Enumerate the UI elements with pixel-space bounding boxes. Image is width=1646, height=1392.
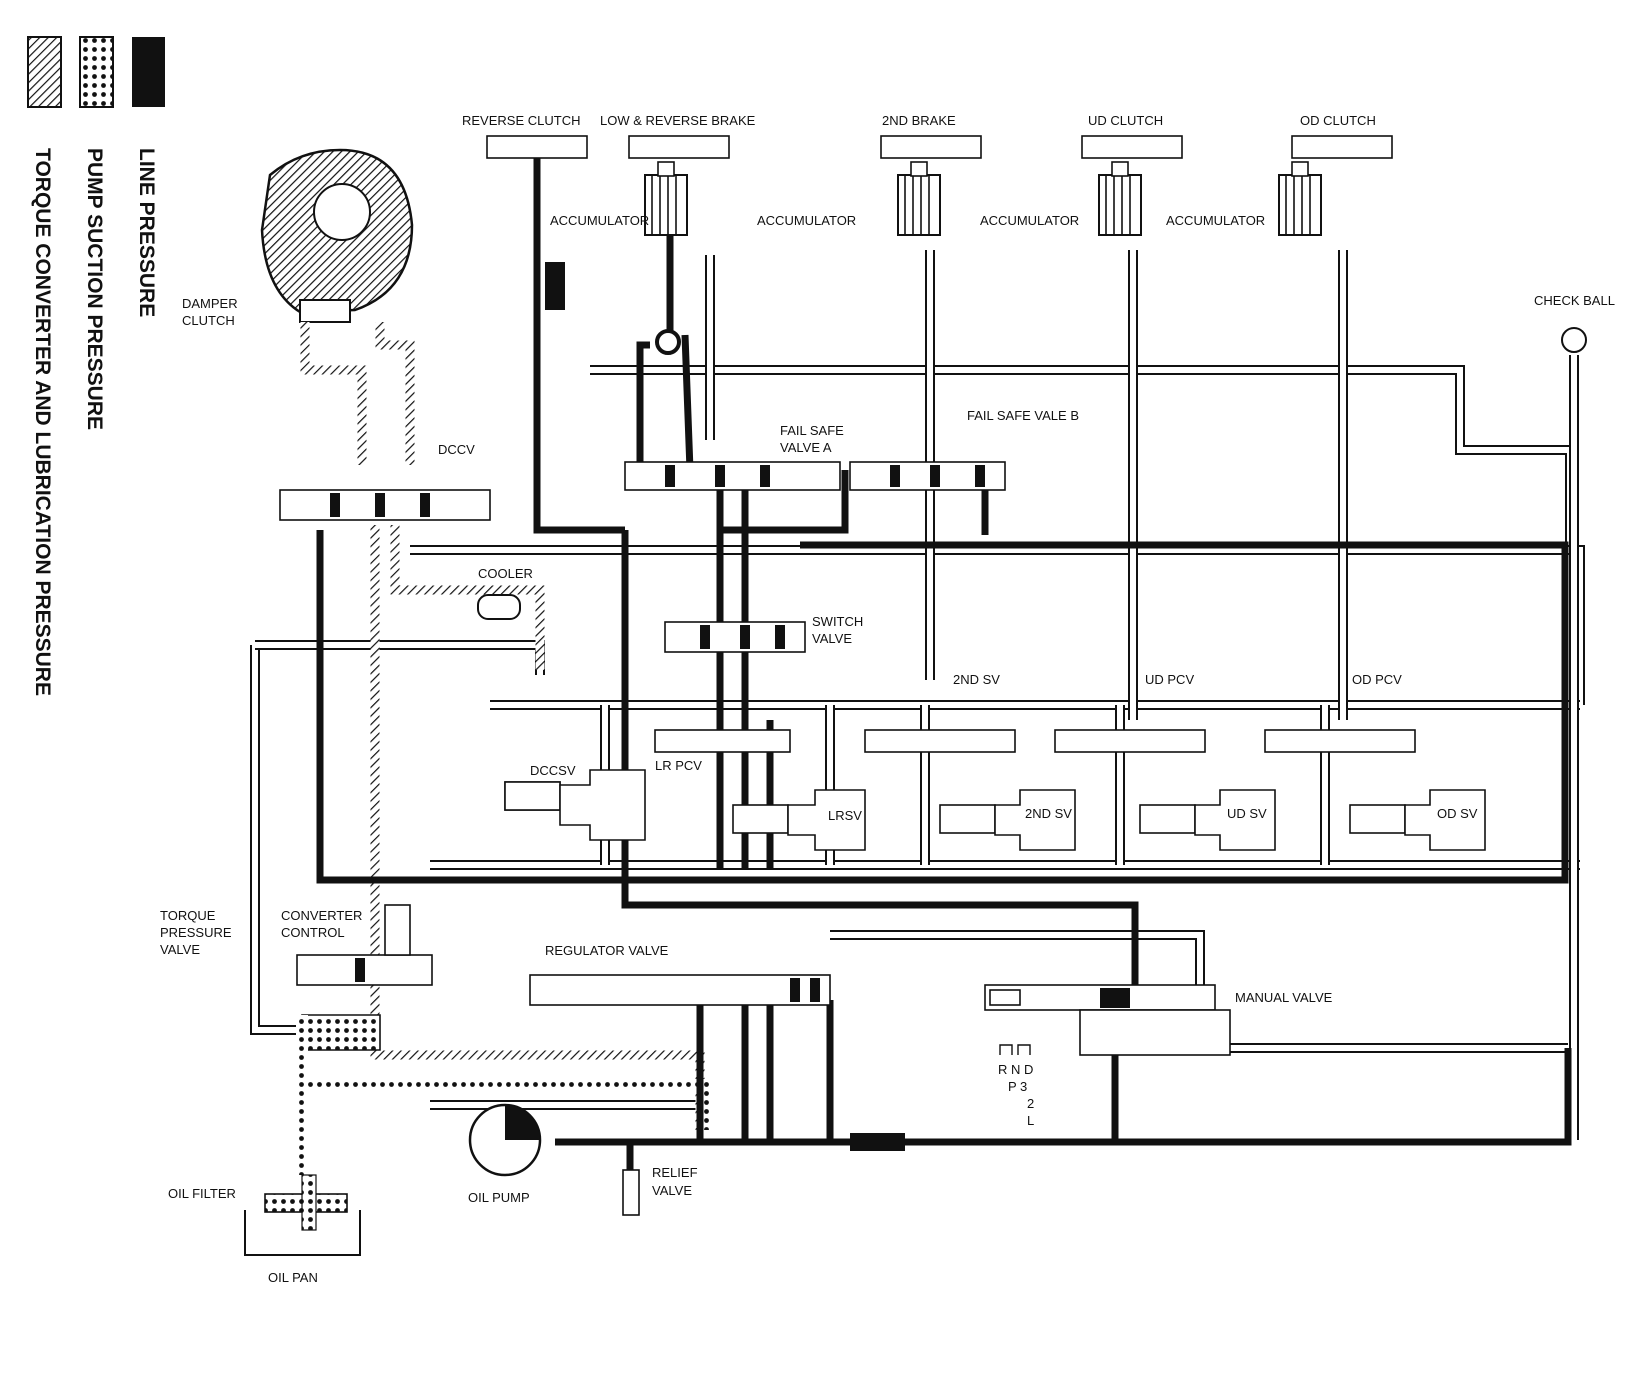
thin-passages bbox=[250, 250, 1585, 1140]
accumulator-lr bbox=[644, 161, 688, 236]
ud-clutch-box bbox=[1081, 135, 1183, 159]
gear-selector-row-2: P 3 bbox=[1008, 1079, 1027, 1094]
second-brake-box bbox=[880, 135, 982, 159]
low-reverse-brake-label: LOW & REVERSE BRAKE bbox=[600, 113, 756, 128]
legend-swatch-suction bbox=[79, 36, 114, 108]
lr-pcv-label: LR PCV bbox=[655, 758, 702, 773]
converter-control-label-2: CONTROL bbox=[281, 925, 345, 940]
gear-selector-row-1: R N D bbox=[998, 1062, 1033, 1077]
accumulators: ACCUMULATOR ACCUMULATOR ACCUMULATOR ACCU… bbox=[550, 161, 1322, 236]
dccv-valve bbox=[279, 489, 491, 521]
accumulator-label-3: ACCUMULATOR bbox=[980, 213, 1079, 228]
oil-pump bbox=[468, 1103, 542, 1177]
dccsv-label: DCCSV bbox=[530, 763, 576, 778]
accumulator-label-2: ACCUMULATOR bbox=[757, 213, 856, 228]
relief-valve-label-2: VALVE bbox=[652, 1183, 692, 1198]
check-ball-label: CHECK BALL bbox=[1534, 293, 1615, 308]
od-pcv-label: OD PCV bbox=[1352, 672, 1402, 687]
gear-selector-row-4: L bbox=[1027, 1113, 1034, 1128]
oil-filter-label: OIL FILTER bbox=[168, 1186, 236, 1201]
torque-pressure-valve-label-2: PRESSURE bbox=[160, 925, 232, 940]
legend-swatch-line bbox=[132, 37, 165, 107]
valves bbox=[279, 327, 1587, 1216]
oil-pump-label: OIL PUMP bbox=[468, 1190, 530, 1205]
switch-valve bbox=[664, 621, 806, 653]
lrsv-label: LRSV bbox=[828, 808, 862, 823]
relief-valve-label-1: RELIEF bbox=[652, 1165, 698, 1180]
switch-valve-label-1: SWITCH bbox=[812, 614, 863, 629]
reverse-clutch-label: REVERSE CLUTCH bbox=[462, 113, 580, 128]
torque-converter: DAMPER CLUTCH bbox=[182, 148, 414, 328]
ud-clutch-label: UD CLUTCH bbox=[1088, 113, 1163, 128]
manual-valve-label: MANUAL VALVE bbox=[1235, 990, 1333, 1005]
fail-safe-valve-b bbox=[849, 461, 1006, 491]
converter-control-label-1: CONVERTER bbox=[281, 908, 362, 923]
regulator-valve bbox=[529, 974, 831, 1006]
torque-pressure-valve-label-1: TORQUE bbox=[160, 908, 216, 923]
switch-valve-label-2: VALVE bbox=[812, 631, 852, 646]
oil-pan-body bbox=[244, 1210, 361, 1256]
check-ball bbox=[1561, 327, 1587, 353]
fail-safe-a-label-1: FAIL SAFE bbox=[780, 423, 844, 438]
accumulator-od bbox=[1278, 161, 1322, 236]
fail-safe-a-label-2: VALVE A bbox=[780, 440, 832, 455]
clutch-packs: REVERSE CLUTCH LOW & REVERSE BRAKE 2ND B… bbox=[462, 113, 1393, 159]
torque-pressure-valve-label-3: VALVE bbox=[160, 942, 200, 957]
dccv-label: DCCV bbox=[438, 442, 475, 457]
od-sv-label: OD SV bbox=[1437, 806, 1478, 821]
legend-line-pressure: LINE PRESSURE bbox=[135, 148, 158, 317]
od-clutch-label: OD CLUTCH bbox=[1300, 113, 1376, 128]
legend-pump-suction: PUMP SUCTION PRESSURE bbox=[83, 148, 106, 430]
oil-pan-label: OIL PAN bbox=[268, 1270, 318, 1285]
manual-valve bbox=[984, 984, 1231, 1056]
legend: LINE PRESSURE PUMP SUCTION PRESSURE TORQ… bbox=[27, 36, 165, 696]
accumulator-2nd bbox=[897, 161, 941, 236]
damper-clutch-label-1: DAMPER bbox=[182, 296, 238, 311]
reverse-clutch-box bbox=[486, 135, 588, 159]
od-clutch-box bbox=[1291, 135, 1393, 159]
gear-selector-row-3: 2 bbox=[1027, 1096, 1034, 1111]
gear-selector-marks bbox=[999, 1044, 1031, 1055]
solenoid-valves bbox=[504, 769, 1486, 851]
component-labels: CHECK BALL FAIL SAFE VALVE A FAIL SAFE V… bbox=[160, 293, 1615, 1285]
cooler-label: COOLER bbox=[478, 566, 533, 581]
cooler-body bbox=[477, 594, 521, 620]
legend-swatch-torque bbox=[27, 36, 62, 108]
relief-valve bbox=[622, 1169, 640, 1216]
second-brake-label: 2ND BRAKE bbox=[882, 113, 956, 128]
fail-safe-valve-a bbox=[624, 461, 841, 491]
ud-pcv-label: UD PCV bbox=[1145, 672, 1194, 687]
converter-hub bbox=[313, 183, 371, 241]
ud-sv-label: UD SV bbox=[1227, 806, 1267, 821]
second-sv-label: 2ND SV bbox=[1025, 806, 1072, 821]
damper-clutch-label-2: CLUTCH bbox=[182, 313, 235, 328]
pcv-valves bbox=[654, 729, 1416, 753]
legend-torque-converter: TORQUE CONVERTER AND LUBRICATION PRESSUR… bbox=[31, 148, 54, 696]
accumulator-label-1: ACCUMULATOR bbox=[550, 213, 649, 228]
low-reverse-brake-box bbox=[628, 135, 730, 159]
pump-suction-lines bbox=[244, 1014, 711, 1256]
torque-pressure-valve bbox=[296, 904, 433, 986]
regulator-valve-label: REGULATOR VALVE bbox=[545, 943, 669, 958]
second-sv-top-label: 2ND SV bbox=[953, 672, 1000, 687]
fail-safe-b-label: FAIL SAFE VALE B bbox=[967, 408, 1079, 423]
damper-clutch-body bbox=[299, 299, 351, 323]
accumulator-label-4: ACCUMULATOR bbox=[1166, 213, 1265, 228]
accumulator-ud bbox=[1098, 161, 1142, 236]
